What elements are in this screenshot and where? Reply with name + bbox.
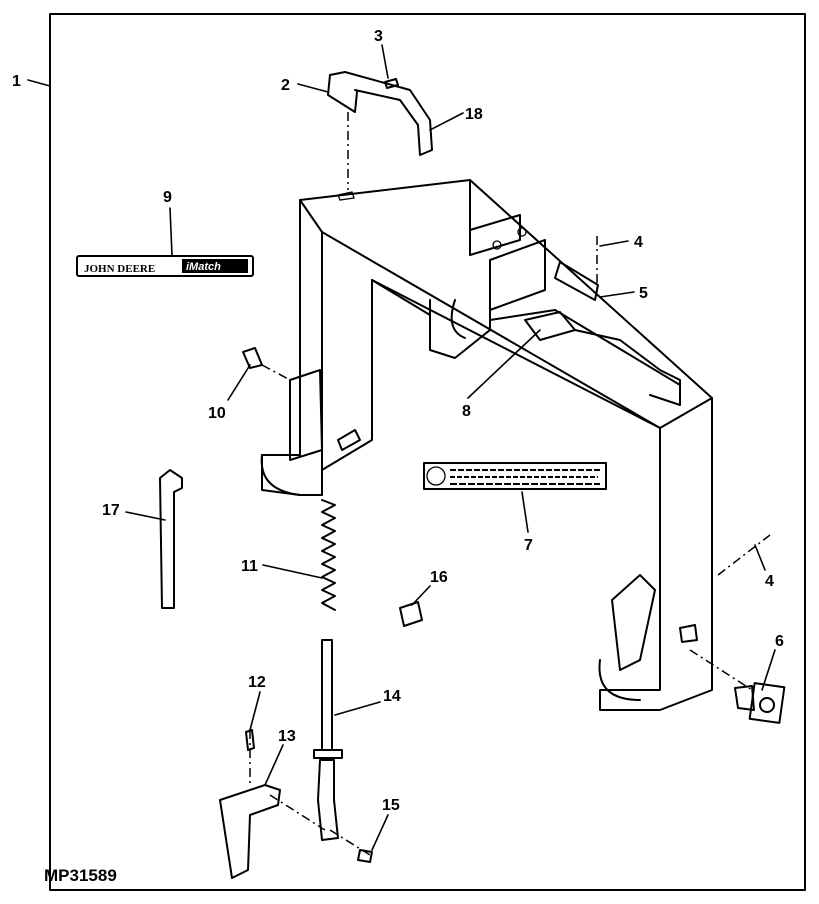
callout-8: 8 bbox=[462, 403, 471, 420]
figure-id: MP31589 bbox=[44, 866, 117, 885]
callout-11: 11 bbox=[241, 558, 258, 575]
callout-13: 13 bbox=[278, 728, 296, 745]
decal-9-john-deere-imatch: JOHN DEERE iMatch bbox=[76, 255, 254, 277]
decal-7-instruction-label bbox=[423, 462, 607, 490]
leader-lines bbox=[27, 44, 776, 851]
callout-6: 6 bbox=[775, 633, 784, 650]
centerline bbox=[261, 364, 291, 381]
callout-17: 17 bbox=[102, 502, 120, 519]
figure-border bbox=[49, 13, 806, 891]
bushing-16 bbox=[399, 601, 423, 627]
spring-11 bbox=[321, 499, 336, 611]
callout-4: 4 bbox=[634, 234, 643, 251]
svg-text:JOHN DEERE: JOHN DEERE bbox=[84, 263, 155, 275]
callout-12: 12 bbox=[248, 674, 266, 691]
pin-5 bbox=[554, 261, 599, 301]
callout-14: 14 bbox=[383, 688, 401, 705]
latch-bar-17 bbox=[159, 469, 183, 609]
rod-14 bbox=[313, 639, 343, 841]
pin bbox=[337, 429, 361, 451]
callout-18: 18 bbox=[465, 106, 483, 123]
centerline bbox=[717, 534, 771, 576]
bracket-13 bbox=[219, 729, 373, 879]
callout-9: 9 bbox=[163, 189, 172, 206]
quick-hitch-frame bbox=[260, 179, 713, 711]
callout-10: 10 bbox=[208, 405, 226, 422]
callout-7: 7 bbox=[524, 537, 533, 554]
callout-15: 15 bbox=[382, 797, 400, 814]
callout-16: 16 bbox=[430, 569, 448, 586]
pin-6 bbox=[679, 624, 786, 724]
lever-handle bbox=[327, 71, 433, 156]
callout-1: 1 bbox=[12, 73, 21, 90]
pin-10 bbox=[242, 347, 263, 369]
callout-3: 3 bbox=[374, 28, 383, 45]
callout-5: 5 bbox=[639, 285, 648, 302]
callout-4b: 4 bbox=[765, 573, 774, 590]
callout-2: 2 bbox=[281, 77, 290, 94]
svg-text:iMatch: iMatch bbox=[186, 261, 221, 273]
locking-handle bbox=[524, 311, 681, 406]
